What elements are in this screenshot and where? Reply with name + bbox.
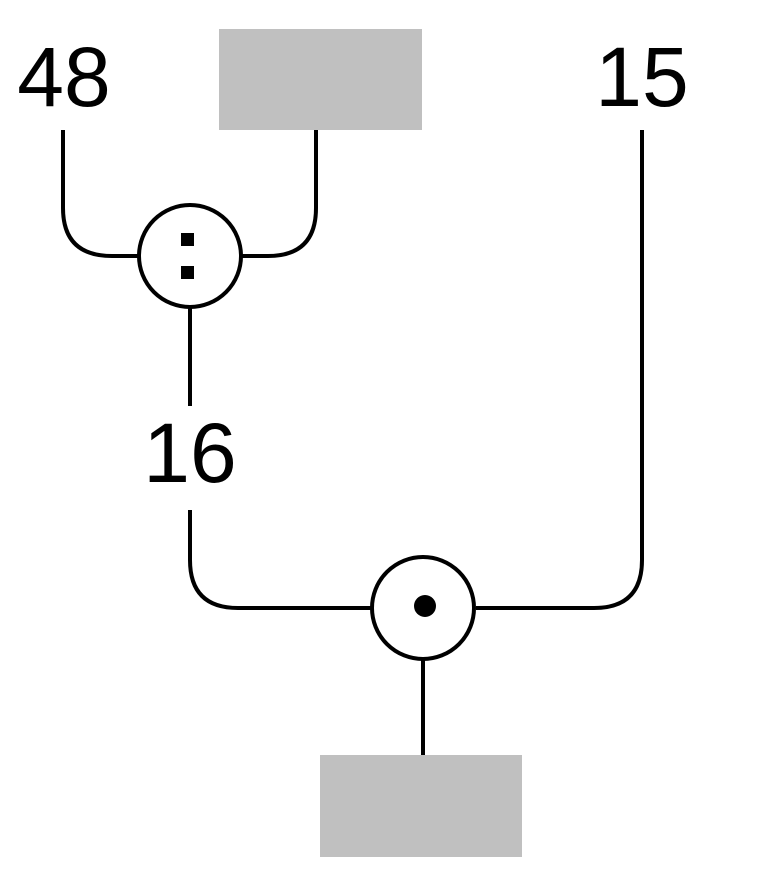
wire-top-blank-to-division: [242, 130, 318, 258]
division-icon-dot-bottom: [181, 266, 194, 279]
multiplication-operator-node: [370, 555, 476, 661]
wire-left-input-to-division: [61, 130, 138, 258]
wire-right-input-to-multiplication: [476, 130, 644, 610]
division-operator-node: [137, 203, 243, 309]
division-operator-circle: [137, 203, 243, 309]
division-icon-dot-top: [181, 233, 194, 246]
blank-box-bottom[interactable]: [320, 755, 522, 857]
intermediate-number: 16: [143, 406, 236, 500]
wire-intermediate-to-multiplication: [188, 510, 372, 610]
input-number-right: 15: [595, 30, 688, 124]
input-number-left: 48: [17, 30, 110, 124]
multiplication-icon-dot: [414, 595, 436, 617]
blank-box-top[interactable]: [219, 29, 422, 130]
